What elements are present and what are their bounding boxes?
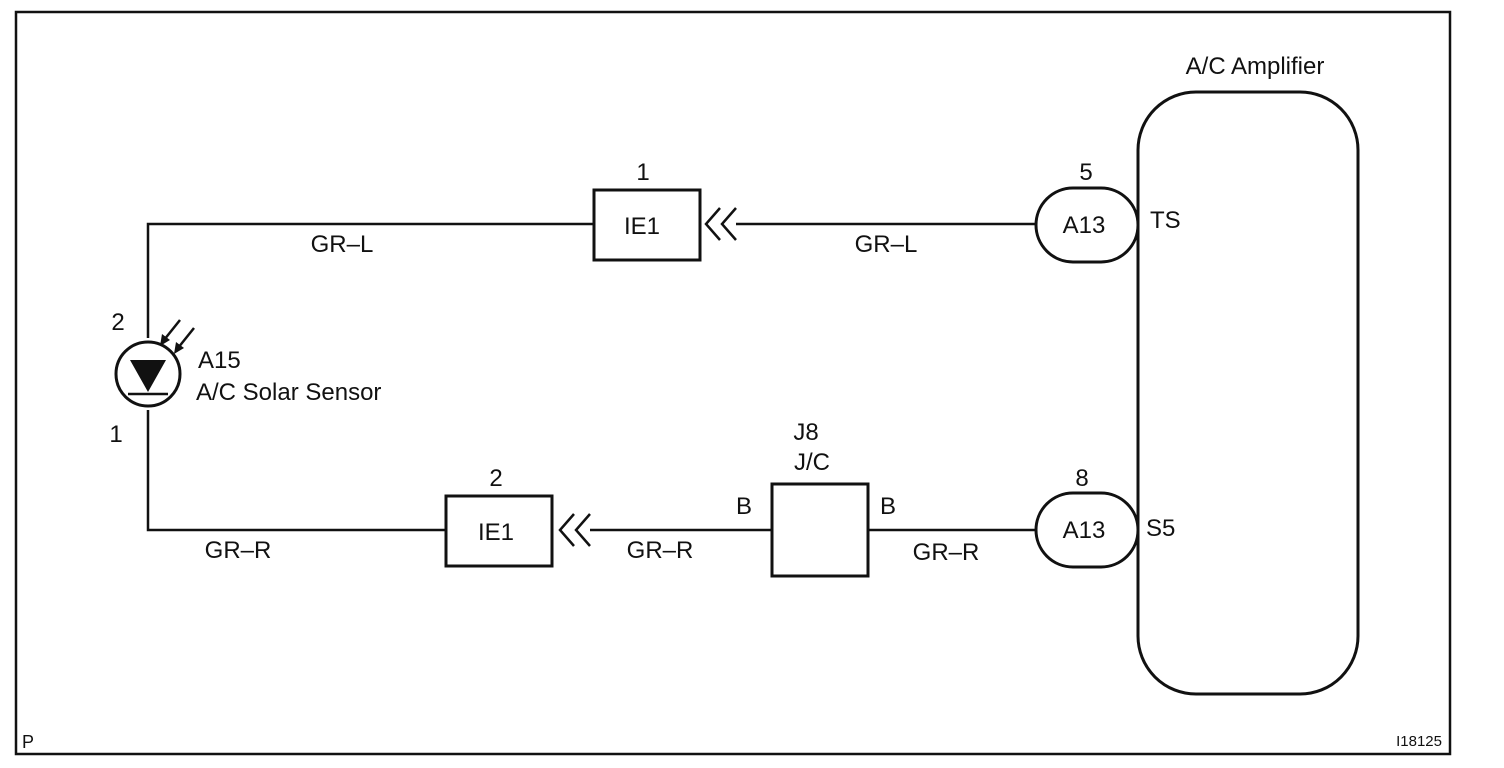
connector-ie1-top <box>592 188 702 262</box>
diagram-frame <box>14 10 1452 756</box>
connector-a13-bottom-pin: 8 <box>1075 465 1088 492</box>
chevron-top-1 <box>704 207 721 241</box>
connector-ie1-bottom-label: IE1 <box>478 519 514 546</box>
junction-j8 <box>770 482 870 578</box>
connector-a13-bottom <box>1034 491 1140 569</box>
wire-label-bottom-right: GR–R <box>913 539 980 566</box>
connector-ie1-bottom <box>444 494 554 568</box>
amp-terminal-ts: TS <box>1150 207 1181 234</box>
connector-ie1-bottom-pin: 2 <box>489 465 502 492</box>
chevron-bottom-1 <box>558 513 575 547</box>
wire-label-top-left: GR–L <box>311 231 374 258</box>
connector-a13-top-label: A13 <box>1063 212 1106 239</box>
connector-a13-top <box>1034 186 1140 264</box>
light-arrow-2 <box>177 327 195 349</box>
ac-amplifier-title: A/C Amplifier <box>1186 53 1325 80</box>
junction-pin-right: B <box>880 493 896 520</box>
solar-sensor-pin-bottom: 1 <box>109 421 122 448</box>
wire-label-top-right: GR–L <box>855 231 918 258</box>
wire-bottom-left <box>146 410 446 532</box>
photodiode-symbol <box>130 360 166 392</box>
corner-mark: P <box>22 732 34 752</box>
light-arrow-1-head <box>160 334 170 346</box>
junction-pin-left: B <box>736 493 752 520</box>
wire-label-bottom-mid: GR–R <box>627 537 694 564</box>
junction-j8-type: J/C <box>794 449 830 476</box>
wire-top-left <box>146 222 594 338</box>
light-arrow-1 <box>163 319 181 341</box>
ac-amplifier-body <box>1136 90 1360 696</box>
connector-a13-bottom-label: A13 <box>1063 517 1106 544</box>
junction-j8-code: J8 <box>793 419 818 446</box>
connector-a13-top-pin: 5 <box>1079 159 1092 186</box>
chevron-top-2 <box>720 207 737 241</box>
light-arrow-2-head <box>174 342 184 354</box>
connector-ie1-top-label: IE1 <box>624 213 660 240</box>
solar-sensor-code: A15 <box>198 347 241 374</box>
connector-ie1-top-pin: 1 <box>636 159 649 186</box>
figure-id: I18125 <box>1396 733 1442 750</box>
solar-sensor-pin-top: 2 <box>111 309 124 336</box>
wire-label-bottom-left: GR–R <box>205 537 272 564</box>
solar-sensor-name: A/C Solar Sensor <box>196 379 381 406</box>
amp-terminal-s5: S5 <box>1146 515 1175 542</box>
chevron-bottom-2 <box>574 513 591 547</box>
